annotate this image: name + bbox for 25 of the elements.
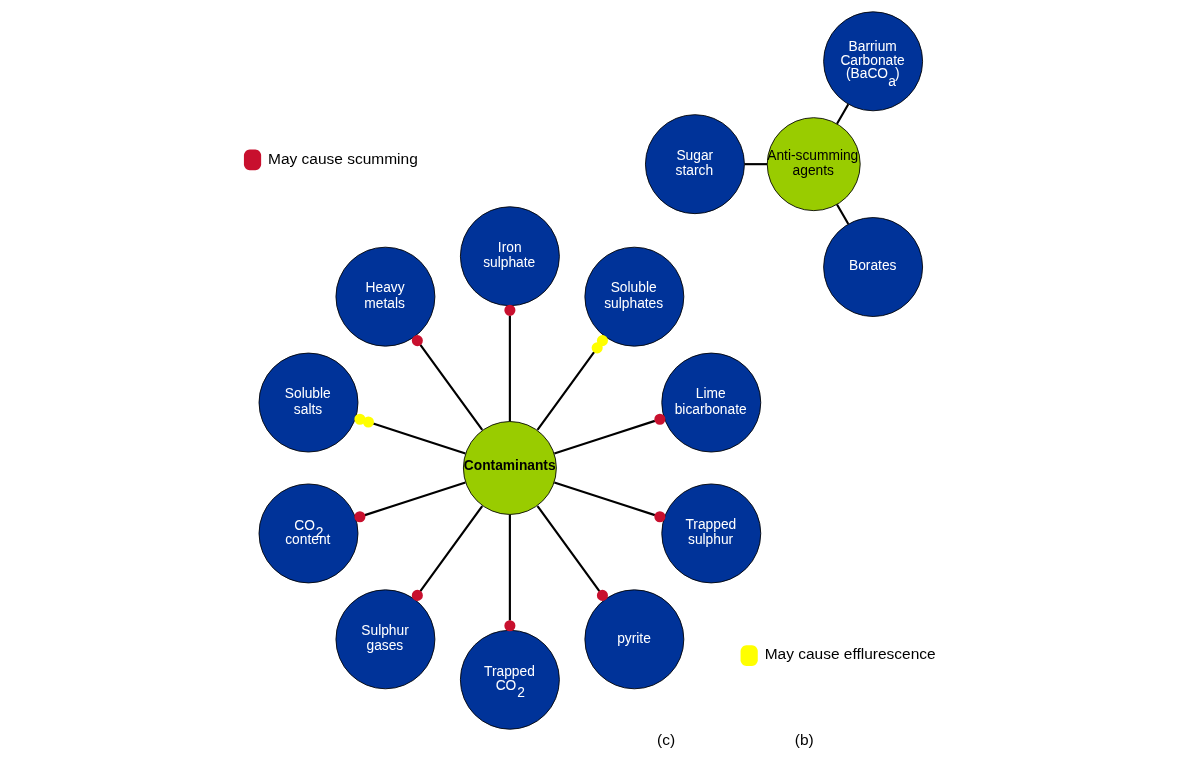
legend-label: May cause efflurescence [764,645,936,663]
connector [553,481,665,523]
label: (b) [794,731,814,749]
node-circle: Borates [822,217,923,317]
label: (c) [656,731,675,749]
node-circle: Contaminants [462,421,557,515]
connector [411,505,483,601]
connector [835,103,849,125]
connector [536,335,608,431]
connector [353,413,466,455]
connector [503,514,515,632]
node-circle: Sugar starch [644,114,745,215]
connector [744,163,767,166]
connector [835,204,849,225]
node-circle: Trapped sulphur [660,483,761,584]
connector [553,413,665,455]
connector [503,304,515,422]
node-circle: Iron sulphate [459,206,560,307]
connector [411,335,483,431]
connector [536,505,608,601]
node-circle: Anti-scumming agents [766,117,861,212]
connector [353,481,466,523]
node-circle: Lime bicarbonate [660,352,761,453]
node-circle: Soluble salts [258,352,358,453]
legend-label: May cause scumming [267,149,418,167]
